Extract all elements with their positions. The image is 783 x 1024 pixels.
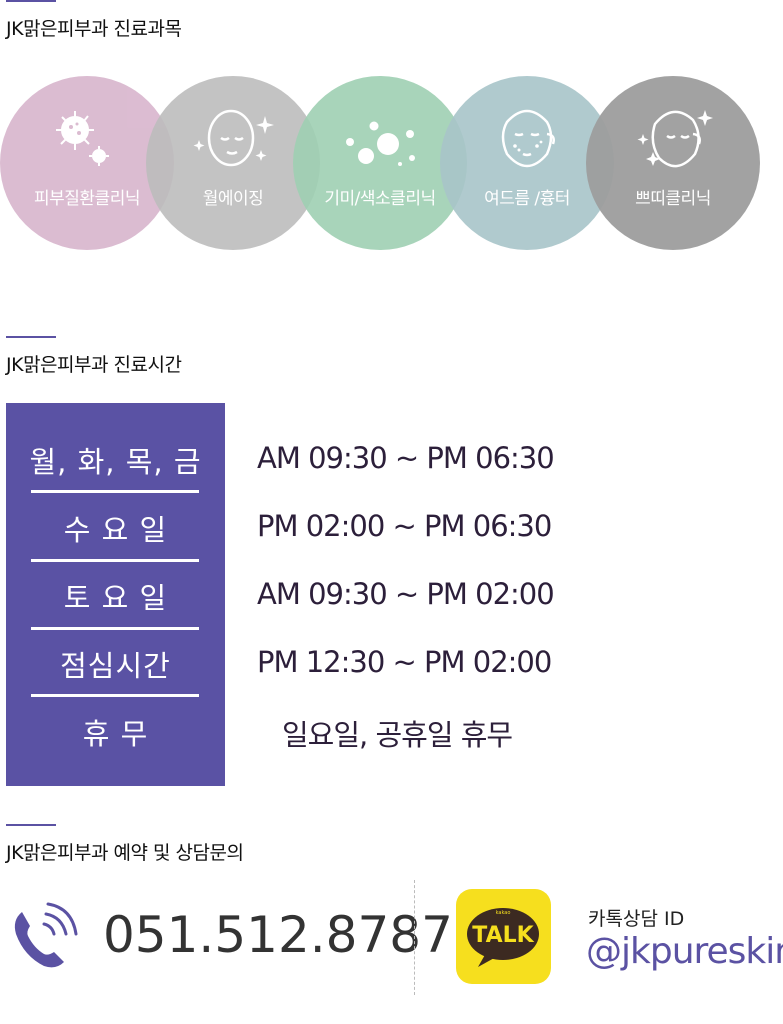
kakao-small-text: kakao (496, 910, 511, 916)
kakao-talk-text: TALK (472, 923, 534, 948)
clinic-label: 월에이징 (202, 189, 264, 209)
hours-time: 일요일, 공휴일 휴무 (282, 718, 513, 752)
clinic-skin-disease[interactable]: 피부질환클리닉 (0, 76, 174, 250)
section-accent-bar (6, 0, 56, 2)
hours-separator (31, 490, 199, 493)
hours-day: 토 요 일 (63, 581, 168, 615)
hours-separator (31, 694, 199, 697)
hours-day: 휴 무 (82, 717, 149, 751)
phone-number[interactable]: 051.512.8787 (103, 906, 453, 964)
contact-section-title: JK맑은피부과 예약 및 상담문의 (6, 842, 244, 864)
hours-section-title: JK맑은피부과 진료시간 (6, 354, 182, 376)
acne-face-icon (501, 109, 555, 168)
clinic-pigment[interactable]: 기미/색소클리닉 (293, 76, 467, 250)
hours-time: AM 09:30 ~ PM 02:00 (257, 577, 555, 611)
clinic-label: 쁘띠클리닉 (635, 189, 711, 209)
bacteria-icon (56, 111, 109, 166)
clinic-label: 기미/색소클리닉 (324, 189, 436, 209)
hours-day: 점심시간 (60, 649, 171, 683)
phone-icon[interactable] (8, 902, 78, 970)
hours-separator (31, 627, 199, 630)
clinics-section-title: JK맑은피부과 진료과목 (6, 18, 182, 40)
clinic-label: 피부질환클리닉 (34, 189, 140, 209)
hours-day-panel: 월, 화, 목, 금 수 요 일 토 요 일 점심시간 휴 무 (6, 403, 225, 786)
hours-day: 월, 화, 목, 금 (29, 445, 202, 479)
clinic-list: 피부질환클리닉 월에이징 (0, 76, 783, 250)
pigment-dots-icon (346, 121, 415, 166)
section-accent-bar (6, 824, 56, 826)
kakaotalk-logo[interactable]: kakao TALK (456, 889, 551, 984)
clinic-label: 여드름 /흉터 (484, 189, 570, 209)
face-sparkle-icon (193, 109, 274, 167)
kakao-talk-icon: kakao TALK (467, 908, 539, 967)
clinic-aging[interactable]: 월에이징 (146, 76, 320, 250)
hours-separator (31, 559, 199, 562)
kakao-id[interactable]: @jkpureskin (586, 931, 783, 972)
face-sparkle-icon (637, 110, 713, 168)
hours-time: PM 02:00 ~ PM 06:30 (257, 509, 552, 543)
hours-time: PM 12:30 ~ PM 02:00 (257, 645, 552, 679)
hours-time: AM 09:30 ~ PM 06:30 (257, 441, 555, 475)
clinic-acne[interactable]: 여드름 /흉터 (440, 76, 614, 250)
hours-day: 수 요 일 (63, 513, 168, 547)
kakao-label: 카톡상담 ID (588, 908, 685, 930)
section-accent-bar (6, 336, 56, 338)
contact-divider (414, 880, 415, 995)
clinic-petit[interactable]: 쁘띠클리닉 (586, 76, 760, 250)
